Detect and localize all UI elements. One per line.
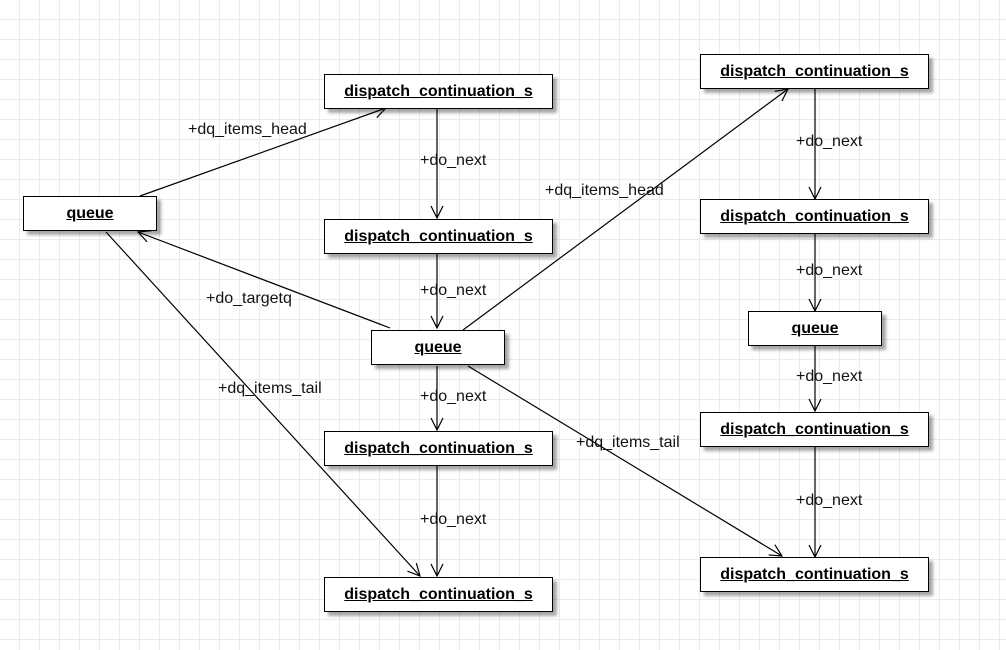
dispatch-continuation-node-second-right[interactable]: dispatch_continuation_s [700,199,929,234]
edge-label-left-tail: +dq_items_tail [218,380,322,397]
queue-node-center[interactable]: queue [371,330,505,365]
dispatch-continuation-node-bottom-center[interactable]: dispatch_continuation_s [324,577,553,612]
edge-label-center-targetq: +do_targetq [206,290,292,307]
edge-label-c-next-4: +do_next [420,511,487,528]
edge-center-queue-head [462,89,788,331]
edge-label-center-head: +dq_items_head [545,182,664,199]
dispatch-continuation-node-fourth-right[interactable]: dispatch_continuation_s [700,412,929,447]
dispatch-continuation-node-bottom-right[interactable]: dispatch_continuation_s [700,557,929,592]
dispatch-continuation-node-mid-center[interactable]: dispatch_continuation_s [324,219,553,254]
queue-node-right[interactable]: queue [748,311,882,346]
edge-label-r-next-3: +do_next [796,368,863,385]
edge-left-queue-head [139,108,386,197]
edge-label-c-next-3: +do_next [420,388,487,405]
queue-node-left[interactable]: queue [23,196,157,231]
edge-label-r-next-1: +do_next [796,133,863,150]
edge-center-queue-tail [467,365,782,556]
edge-label-c-next-1: +do_next [420,152,487,169]
edge-left-queue-tail [105,231,420,576]
edge-label-left-head: +dq_items_head [188,121,307,138]
dispatch-continuation-node-top-right[interactable]: dispatch_continuation_s [700,54,929,89]
edge-center-targetq [138,232,391,329]
edge-label-r-next-2: +do_next [796,262,863,279]
dispatch-continuation-node-lower-center[interactable]: dispatch_continuation_s [324,431,553,466]
dispatch-continuation-node-top-center[interactable]: dispatch_continuation_s [324,74,553,109]
edge-label-r-next-4: +do_next [796,492,863,509]
edge-label-c-next-2: +do_next [420,282,487,299]
edge-label-center-tail: +dq_items_tail [576,434,680,451]
